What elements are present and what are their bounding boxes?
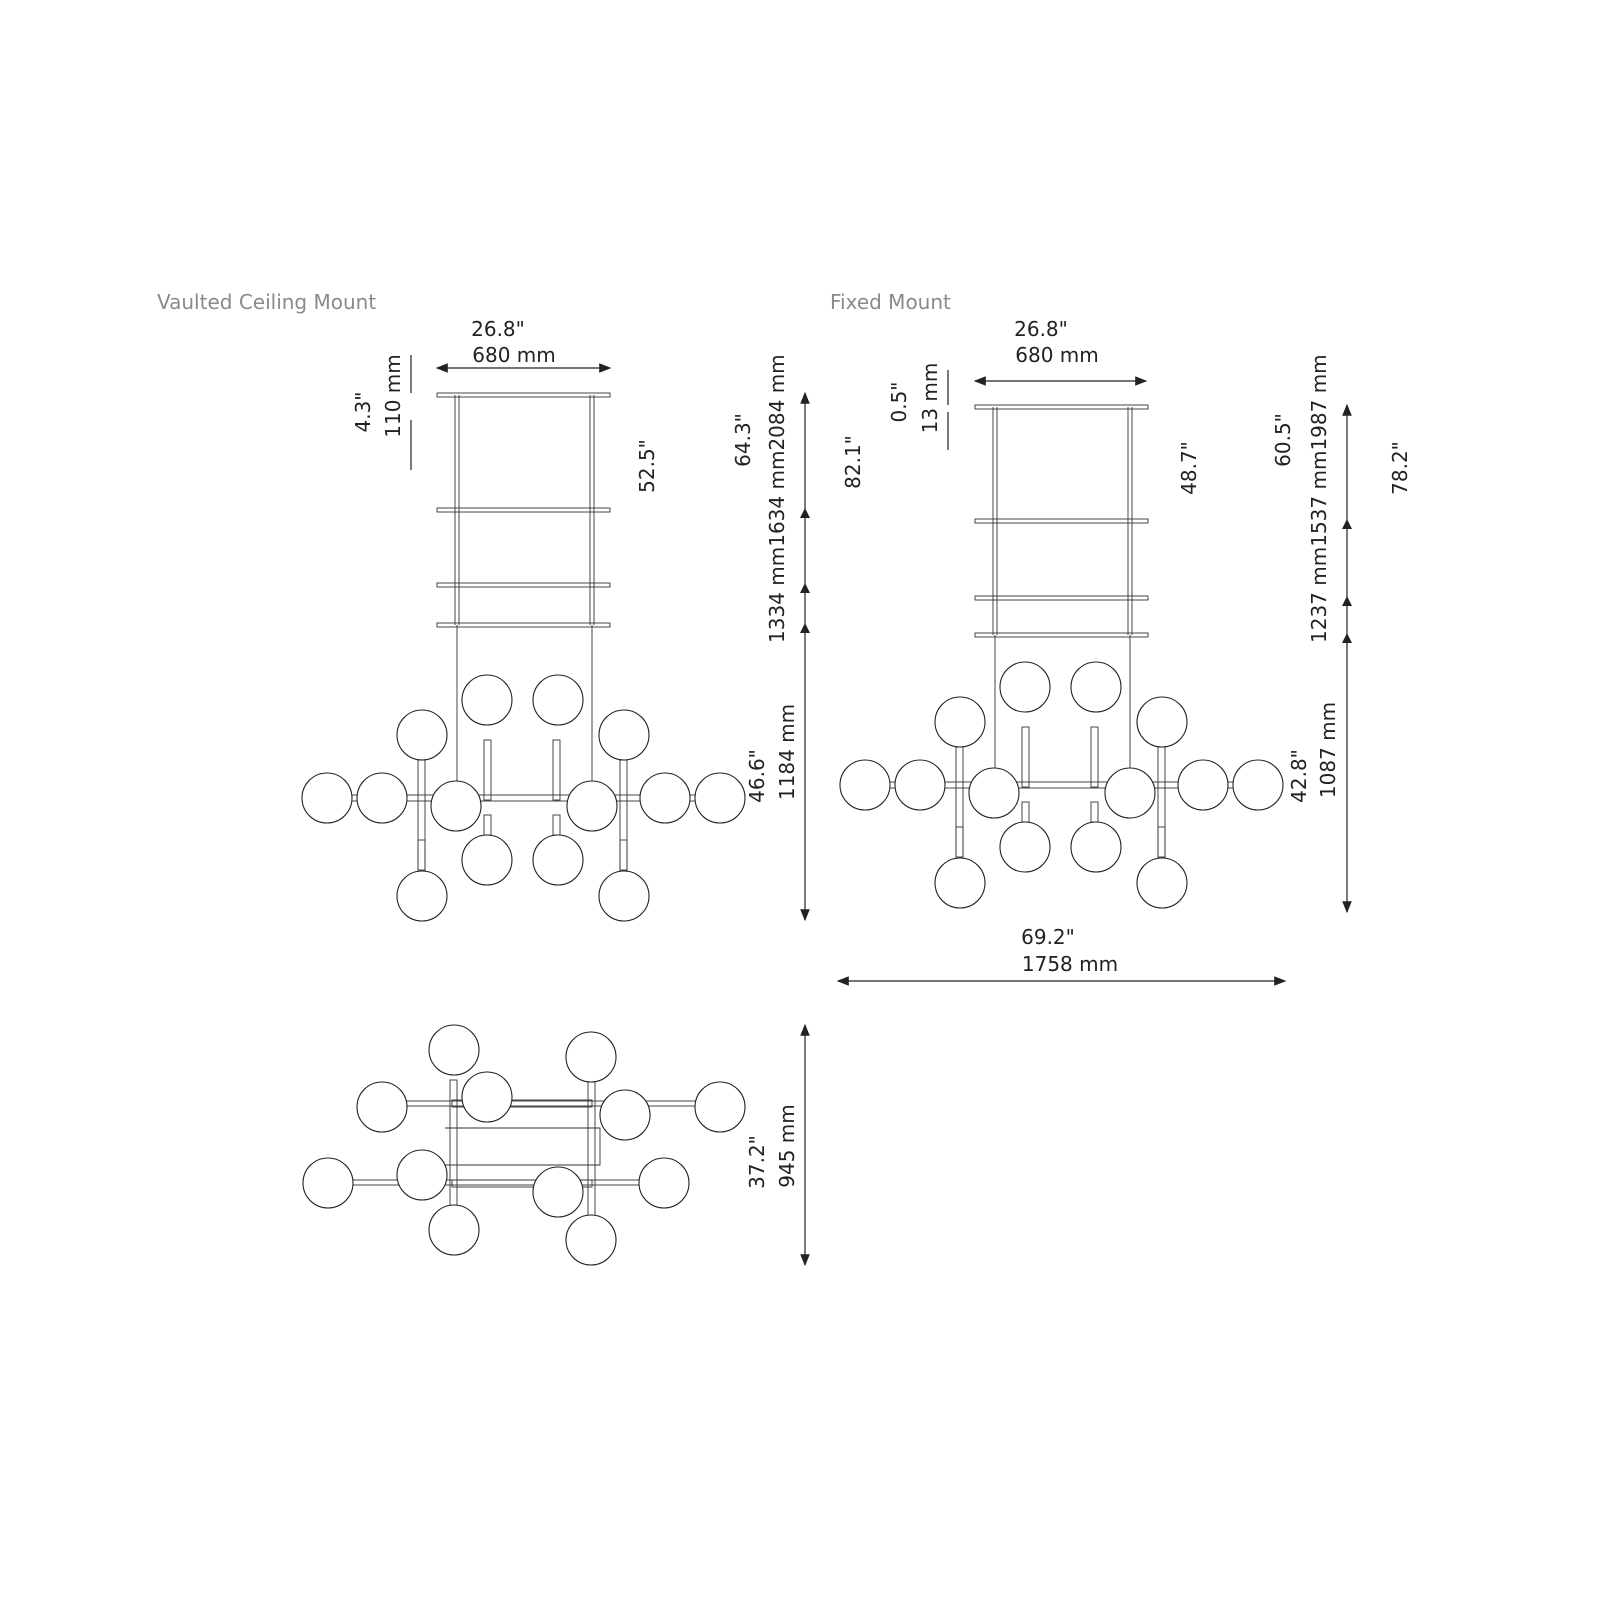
globe: [1136, 696, 1188, 748]
vaulted-heights-mm: 1334 mm1634 mm2084 mm: [765, 354, 789, 643]
vaulted-body-mm: 1184 mm: [775, 704, 799, 800]
globe: [639, 772, 691, 824]
globe: [839, 759, 891, 811]
vertical-arm: [1021, 801, 1030, 823]
globe: [1070, 821, 1122, 873]
globe: [894, 759, 946, 811]
vertical-arm: [1090, 726, 1099, 788]
canopy-plate: [974, 632, 1149, 638]
vaulted-overall-in: 82.1": [841, 435, 865, 489]
plan-bar: [451, 1099, 593, 1108]
canopy-plate: [436, 507, 611, 513]
vaulted-canopy-mm: 110 mm: [381, 354, 405, 438]
vertical-arm: [552, 739, 561, 801]
canopy-plate: [436, 622, 611, 628]
globe: [999, 661, 1051, 713]
globe: [430, 780, 482, 832]
globe: [356, 772, 408, 824]
vertical-arm: [552, 814, 561, 836]
fixed-title: Fixed Mount: [830, 290, 951, 314]
dimension-arrowhead: [1342, 519, 1352, 529]
plan-globe: [532, 1166, 584, 1218]
fixed-span-mm: 1758 mm: [1022, 952, 1118, 976]
dimension-arrowhead: [1342, 633, 1352, 643]
globe: [532, 674, 584, 726]
vaulted-canopy-in: 4.3": [351, 391, 375, 432]
globe: [396, 709, 448, 761]
vaulted-body-in: 46.6": [745, 749, 769, 803]
plan-globe: [565, 1031, 617, 1083]
fixed-canopy-in: 0.5": [887, 381, 911, 422]
vertical-arm: [955, 746, 964, 858]
vertical-arm: [483, 814, 492, 836]
canopy-plate: [436, 582, 611, 588]
dimension-arrowhead: [1342, 596, 1352, 606]
globe: [461, 674, 513, 726]
globe: [694, 772, 746, 824]
fixed-heights-mm: 1237 mm1537 mm1987 mm: [1307, 354, 1331, 643]
globe: [1070, 661, 1122, 713]
canopy-plate: [974, 518, 1149, 524]
fixed-body-mm: 1087 mm: [1316, 702, 1340, 798]
globe: [396, 870, 448, 922]
vertical-arm: [1157, 746, 1166, 858]
globe: [566, 780, 618, 832]
plan-globe: [694, 1081, 746, 1133]
globe: [968, 767, 1020, 819]
fixed-span-in: 69.2": [1021, 925, 1075, 949]
globe: [1104, 767, 1156, 819]
fixed-width-mm: 680 mm: [1015, 343, 1099, 367]
vaulted-heights-in: 64.3": [731, 413, 755, 467]
vertical-arm: [417, 759, 426, 871]
vaulted-width-mm: 680 mm: [472, 343, 556, 367]
fixed-body-in: 42.8": [1287, 749, 1311, 803]
globe: [598, 709, 650, 761]
dimension-arrowhead: [800, 508, 810, 518]
vaulted-chain-in: 52.5": [635, 439, 659, 493]
plan-globe: [599, 1089, 651, 1141]
vertical-arm: [1021, 726, 1030, 788]
plan-globe: [302, 1157, 354, 1209]
vertical-arm: [1090, 801, 1099, 823]
fixed-overall-in: 78.2": [1388, 441, 1412, 495]
plan-bar: [349, 1179, 651, 1186]
plan-globe: [356, 1081, 408, 1133]
fixed-width-in: 26.8": [1014, 317, 1068, 341]
fixed-canopy-mm: 13 mm: [918, 363, 942, 434]
globe: [934, 696, 986, 748]
canopy-plate: [436, 392, 611, 398]
globe: [1177, 759, 1229, 811]
canopy-plate: [974, 595, 1149, 601]
plan-outline: [445, 1127, 601, 1166]
plan-globe: [638, 1157, 690, 1209]
plan-depth-mm: 945 mm: [775, 1104, 799, 1188]
plan-globe: [461, 1071, 513, 1123]
vertical-arm: [483, 739, 492, 801]
globe: [598, 870, 650, 922]
vaulted-title: Vaulted Ceiling Mount: [157, 290, 376, 314]
globe: [532, 834, 584, 886]
dimension-arrowhead: [800, 623, 810, 633]
fixed-rod-in: 48.7": [1177, 441, 1201, 495]
plan-globe: [428, 1024, 480, 1076]
plan-depth-in: 37.2": [745, 1135, 769, 1189]
vaulted-width-in: 26.8": [471, 317, 525, 341]
globe: [999, 821, 1051, 873]
vertical-arm: [619, 759, 628, 871]
plan-globe: [396, 1149, 448, 1201]
plan-globe: [565, 1214, 617, 1266]
plan-bar: [587, 1079, 596, 1231]
globe: [461, 834, 513, 886]
globe: [1136, 857, 1188, 909]
globe: [1232, 759, 1284, 811]
globe: [934, 857, 986, 909]
fixed-heights-in: 60.5": [1271, 413, 1295, 467]
canopy-plate: [974, 404, 1149, 410]
dimension-arrowhead: [800, 583, 810, 593]
plan-globe: [428, 1204, 480, 1256]
globe: [301, 772, 353, 824]
